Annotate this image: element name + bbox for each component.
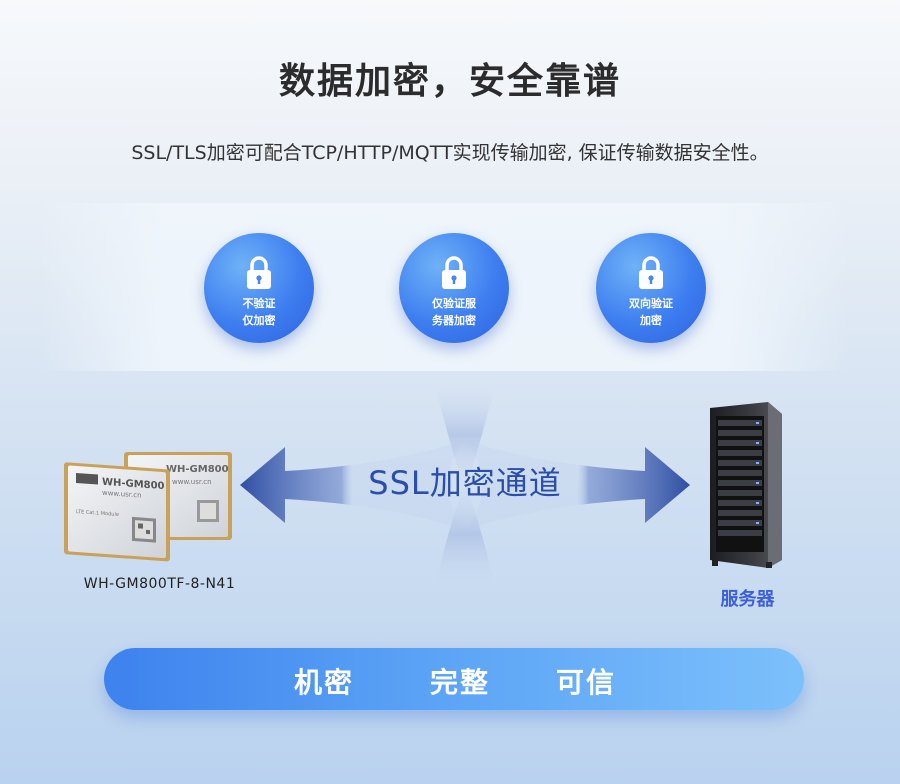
svg-text:www.usr.cn: www.usr.cn bbox=[172, 478, 212, 486]
page-subtitle: SSL/TLS加密可配合TCP/HTTP/MQTT实现传输加密, 保证传输数据安… bbox=[131, 142, 769, 164]
lte-module-image: WH-GM800 www.usr.cn WH-GM800 www.usr.cn … bbox=[64, 452, 232, 562]
device-model-label: WH-GM800TF-8-N41 bbox=[83, 576, 236, 592]
mode-mutual-verify: 双向验证 加密 bbox=[596, 233, 706, 343]
page-title: 数据加密，安全靠谱 bbox=[278, 61, 621, 102]
mode-server-verify: 仅验证服 务器加密 bbox=[399, 233, 509, 343]
ssl-channel-arrow bbox=[240, 385, 690, 585]
mode-label: 不验证 仅加密 bbox=[242, 297, 276, 327]
svg-text:WH-GM800: WH-GM800 bbox=[166, 464, 229, 475]
feature-confidential: 机密 bbox=[294, 666, 355, 699]
mode-label: 双向验证 加密 bbox=[629, 297, 673, 327]
lock-icon bbox=[442, 256, 466, 289]
server-rack-image bbox=[710, 402, 782, 568]
lock-icon bbox=[639, 256, 663, 289]
feature-integrity: 完整 bbox=[430, 666, 491, 699]
server-label: 服务器 bbox=[720, 589, 775, 610]
features-bar: 机密 完整 可信 bbox=[104, 648, 804, 710]
feature-trusted: 可信 bbox=[556, 666, 617, 699]
mode-label: 仅验证服 务器加密 bbox=[432, 297, 476, 327]
lock-icon bbox=[247, 256, 271, 289]
svg-text:www.usr.cn: www.usr.cn bbox=[102, 489, 142, 500]
ssl-channel-label: SSL加密通道 bbox=[368, 464, 562, 502]
mode-no-verify: 不验证 仅加密 bbox=[204, 233, 314, 343]
svg-text:WH-GM800: WH-GM800 bbox=[102, 477, 165, 492]
svg-text:LTE Cat.1 Module: LTE Cat.1 Module bbox=[76, 509, 119, 518]
